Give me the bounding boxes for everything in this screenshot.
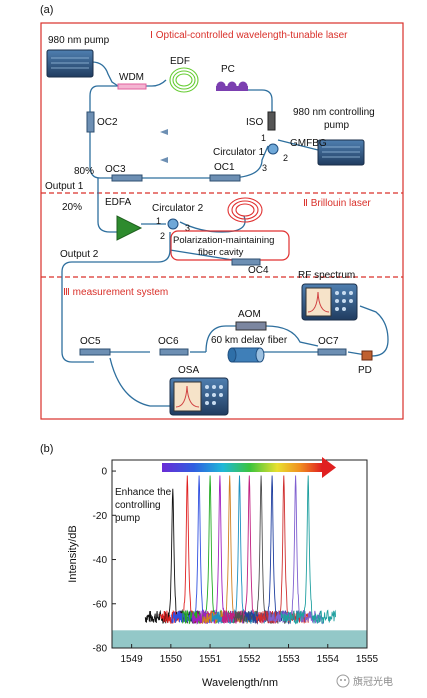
aom-modulator	[235, 321, 267, 331]
watermark-text: 旗冠光电	[353, 675, 393, 688]
osa-label: OSA	[178, 365, 199, 376]
annotation-line-1: Enhance the	[115, 487, 172, 498]
spectrum-series-12	[267, 475, 324, 625]
x-tick-label: 1555	[356, 654, 379, 665]
pump-980-device	[46, 49, 94, 78]
cavity-label-2: fiber cavity	[198, 247, 244, 258]
edfa-amplifier	[116, 215, 143, 241]
y-axis-label: Intensity/dB	[67, 525, 79, 582]
x-tick-label: 1549	[120, 654, 143, 665]
pc-label: PC	[221, 64, 235, 75]
plot-frame	[111, 459, 368, 649]
polarization-controller	[216, 81, 248, 91]
spectrum-series-10	[244, 475, 300, 625]
panel-a-frame	[40, 22, 404, 420]
pct-80-label: 80%	[74, 166, 94, 177]
rf-spectrum-label: RF spectrum	[298, 270, 355, 281]
wdm-label: WDM	[119, 72, 144, 83]
oc7-coupler	[317, 348, 347, 356]
oc6-coupler	[159, 348, 189, 356]
spectrum-chart: 1549 1550 1551 1552 1553 1554 1555 0 -20 -40 -60 -8…	[67, 457, 379, 689]
circ2-port-1: 1	[156, 216, 161, 226]
oc2-label: OC2	[97, 117, 118, 128]
wdm-coupler	[117, 83, 147, 90]
annotation-line-3: pump	[115, 513, 140, 524]
rf-spectrum-analyzer	[301, 283, 358, 321]
iso-label: ISO	[246, 117, 263, 128]
panel-b-label: (b)	[40, 443, 53, 455]
circulator-2	[167, 218, 179, 230]
section-title-1: Ⅰ Optical-controlled wavelength-tunable …	[150, 30, 348, 41]
pump-980-label: 980 nm pump	[48, 35, 110, 46]
oc2-coupler	[86, 111, 95, 133]
oc3-label: OC3	[105, 164, 126, 175]
circ2-port-2: 2	[160, 231, 165, 241]
photodetector	[361, 350, 373, 361]
panel-a-label: (a)	[40, 4, 53, 16]
gmfbg-label: GMFBG	[290, 138, 327, 149]
pct-20-label: 20%	[62, 202, 82, 213]
x-tick-label: 1552	[238, 654, 261, 665]
ctrl-pump-label-2: pump	[324, 120, 349, 131]
oc4-coupler	[231, 258, 261, 266]
ctrl-pump-device	[317, 139, 365, 166]
pm-fiber-cavity-frame	[170, 230, 290, 261]
ctrl-pump-label-1: 980 nm controlling	[293, 107, 375, 118]
edfa-label: EDFA	[105, 197, 131, 208]
spectrum-series-11	[255, 475, 312, 624]
isolator	[267, 111, 276, 131]
oc4-label: OC4	[248, 265, 269, 276]
oc6-label: OC6	[158, 336, 179, 347]
oc1-coupler	[209, 174, 241, 182]
annotation-line-2: controlling	[115, 500, 161, 511]
spectrum-series-1	[144, 488, 201, 624]
circ1-port-2: 2	[283, 153, 288, 163]
section-title-2: Ⅱ Brillouin laser	[303, 198, 371, 209]
y-tick-label: -40	[93, 555, 108, 566]
y-tick-label: -60	[93, 599, 108, 610]
circ1-port-3: 3	[262, 163, 267, 173]
delay-fiber-spool	[227, 347, 265, 363]
noise-floor-band	[112, 630, 367, 648]
edf-coil	[169, 67, 199, 93]
y-tick-label: -80	[93, 644, 108, 655]
pm-fiber-coil	[227, 197, 263, 223]
oc5-coupler	[79, 348, 111, 356]
x-tick-label: 1550	[160, 654, 183, 665]
circulator-1	[267, 143, 279, 155]
circ2-port-3: 3	[185, 223, 190, 233]
x-tick-label: 1554	[317, 654, 340, 665]
tuning-direction-arrow	[162, 457, 336, 478]
oc5-label: OC5	[80, 336, 101, 347]
section-title-3: Ⅲ measurement system	[63, 287, 168, 298]
circulator-2-label: Circulator 2	[152, 203, 204, 214]
ring-direction-arrows	[160, 129, 168, 163]
y-tick-label: 0	[101, 467, 107, 478]
circulator-1-label: Circulator 1	[213, 147, 265, 158]
watermark	[336, 674, 350, 688]
y-tick-label: -20	[93, 511, 108, 522]
osa-device	[169, 377, 229, 416]
x-tick-label: 1553	[277, 654, 300, 665]
cavity-label-1: Polarization-maintaining	[173, 235, 274, 246]
x-axis-label: Wavelength/nm	[202, 677, 278, 689]
oc7-label: OC7	[318, 336, 339, 347]
circ1-port-1: 1	[261, 133, 266, 143]
delay-fiber-label: 60 km delay fiber	[211, 335, 288, 346]
spectrum-series-7	[211, 475, 268, 624]
edf-label: EDF	[170, 56, 190, 67]
aom-label: AOM	[238, 309, 261, 320]
oc1-label: OC1	[214, 162, 235, 173]
oc3-coupler	[111, 174, 143, 182]
x-tick-label: 1551	[199, 654, 222, 665]
output-1-label: Output 1	[45, 181, 84, 192]
pd-label: PD	[358, 365, 372, 376]
output-2-label: Output 2	[60, 249, 99, 260]
spectrum-series-13	[280, 475, 337, 625]
